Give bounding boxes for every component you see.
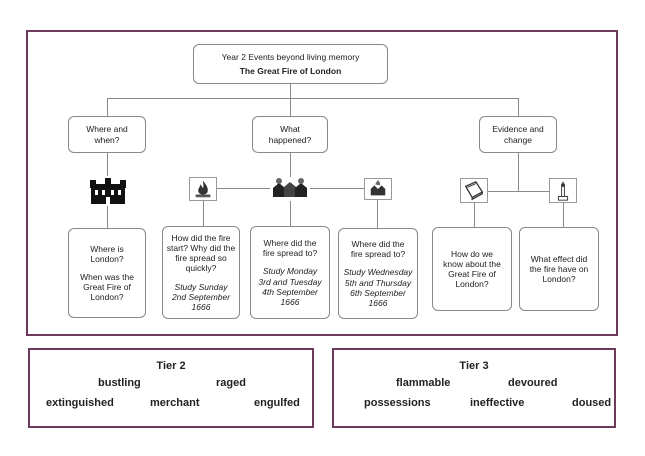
- connector: [518, 153, 519, 191]
- fire-spread-icon: [364, 178, 392, 200]
- tier3-word: doused: [572, 397, 612, 409]
- connector: [290, 200, 291, 226]
- connector: [290, 153, 291, 177]
- monument-icon: [549, 178, 577, 203]
- leaf-fire-start: How did the fire start? Why did the fire…: [162, 226, 240, 319]
- leaf-effect: What effect did the fire have on London?: [519, 227, 599, 311]
- tier3-word: ineffective: [470, 397, 525, 409]
- connector: [107, 98, 108, 116]
- connector: [377, 200, 378, 228]
- connector: [290, 84, 291, 98]
- connector: [474, 191, 563, 192]
- category-evidence-change: Evidence and change: [479, 116, 557, 153]
- leaf-fire-spread-2: Where did the fire spread to? Study Wedn…: [338, 228, 418, 319]
- tier3-word: possessions: [364, 397, 431, 409]
- tier2-word: bustling: [98, 377, 141, 389]
- category-what-happened: What happened?: [252, 116, 328, 153]
- leaf-how-do-we-know: How do we know about the Great Fire of L…: [432, 227, 512, 311]
- tier3-word: devoured: [508, 377, 558, 389]
- leaf-fire-spread-1: Where did the fire spread to? Study Mond…: [250, 226, 330, 319]
- tier3-box: Tier 3 flammable devoured possessions in…: [332, 348, 616, 428]
- connector: [518, 98, 519, 116]
- fire-icon: [189, 177, 217, 201]
- tier2-word: extinguished: [46, 397, 114, 409]
- tier2-word: engulfed: [254, 397, 300, 409]
- root-subtitle: The Great Fire of London: [239, 65, 342, 76]
- tier3-title: Tier 3: [459, 360, 489, 372]
- leaf-where-when: Where is London? When was the Great Fire…: [68, 228, 146, 318]
- tier3-word: flammable: [396, 377, 451, 389]
- tier2-title: Tier 2: [156, 360, 186, 372]
- connector: [290, 98, 291, 116]
- category-where-when: Where and when?: [68, 116, 146, 153]
- root-node: Year 2 Events beyond living memory The G…: [193, 44, 388, 84]
- connector: [203, 200, 204, 226]
- root-title: Year 2 Events beyond living memory: [221, 52, 360, 63]
- connector: [563, 203, 564, 227]
- book-icon: [460, 178, 488, 203]
- connector: [107, 98, 518, 99]
- tier2-word: merchant: [150, 397, 200, 409]
- burning-houses-icon: [270, 177, 310, 201]
- tier2-box: Tier 2 bustling raged extinguished merch…: [28, 348, 314, 428]
- diagram-frame: [26, 30, 618, 336]
- tower-of-london-icon: [89, 176, 127, 206]
- tier2-word: raged: [216, 377, 246, 389]
- connector: [474, 203, 475, 227]
